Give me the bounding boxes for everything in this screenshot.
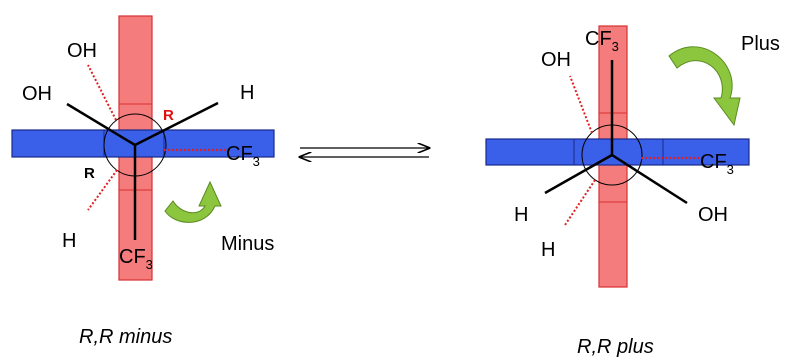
left-front-bond — [134, 101, 219, 147]
left-label-oh-front: OH — [22, 83, 52, 105]
right-caption: R,R plus — [577, 336, 654, 358]
left-conformer: OH OH H CF3 H CF3 R R Minus R,R minus — [11, 15, 275, 348]
right-label-oh-back: OH — [541, 49, 571, 71]
right-cf3-front-sub: 3 — [612, 39, 619, 54]
right-cf3-back-sub: 3 — [727, 162, 734, 177]
right-back-bond — [569, 75, 593, 134]
right-label-h-front: H — [514, 204, 528, 226]
right-cf3-front-main: CF — [585, 28, 612, 50]
right-back-bond — [564, 179, 596, 226]
left-cf3-back-sub: 3 — [253, 154, 260, 169]
right-cf3-back-main: CF — [700, 151, 727, 173]
equilibrium-arrows-icon — [300, 148, 429, 157]
left-label-cf3-front: CF3 — [119, 246, 153, 272]
left-label-oh-back: OH — [67, 40, 97, 62]
right-label-cf3-front: CF3 — [585, 28, 619, 54]
left-rotation-arrow-icon — [164, 180, 222, 223]
right-front-bond — [611, 153, 688, 205]
left-label-h-front: H — [240, 82, 254, 104]
right-label-h-back: H — [541, 239, 555, 261]
left-r-label-bottom: R — [84, 165, 95, 182]
right-rotation-arrow-icon — [668, 46, 741, 127]
left-rotation-label: Minus — [221, 233, 274, 255]
left-label-h-back: H — [62, 230, 76, 252]
left-cf3-front-main: CF — [119, 246, 146, 268]
left-cf3-front-sub: 3 — [146, 257, 153, 272]
left-r-label-top: R — [163, 107, 174, 124]
left-label-cf3-back: CF3 — [226, 143, 260, 169]
right-rotation-label: Plus — [741, 33, 780, 55]
left-horizontal-bar — [11, 129, 275, 158]
right-front-bond — [544, 153, 613, 195]
left-back-bond — [87, 169, 118, 211]
left-cf3-back-main: CF — [226, 143, 253, 165]
left-back-bond — [87, 64, 117, 121]
left-front-bond — [66, 102, 136, 147]
right-horizontal-bar — [485, 138, 750, 166]
right-label-oh-front: OH — [698, 204, 728, 226]
left-caption: R,R minus — [79, 326, 172, 348]
right-conformer: OH CF3 CF3 H OH H Plus R,R plus — [485, 25, 780, 358]
right-label-cf3-back: CF3 — [700, 151, 734, 177]
